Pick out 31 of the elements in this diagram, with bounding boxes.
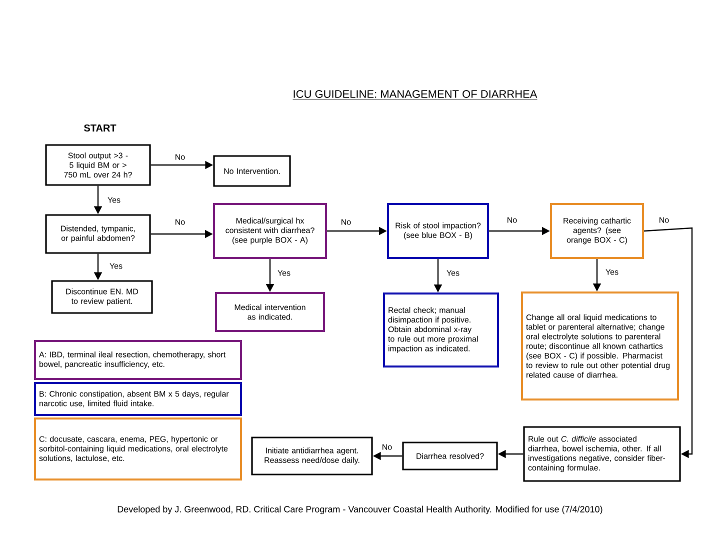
edge-label: No (506, 216, 518, 224)
process-box: Medical intervention as indicated. (215, 292, 325, 332)
edge-label: Yes (445, 269, 461, 277)
edge-label: Yes (106, 196, 122, 204)
start-label: START (84, 124, 116, 132)
edge-label: No (174, 218, 186, 226)
process-box: Rectal check; manual disimpaction if positive. Obtain abdominal x-ray to rule out more proximal impaction as indicated. (383, 292, 499, 368)
arrow (644, 227, 693, 458)
process-box: Change all oral liquid medications to tablet or parenteral alternative; change oral electrolyte solutions to parenteral route; discontinue all known cathartics (see BOX - C) if possible. Pharmacist to review to rule out other potential drug related cause of diarrhea. (521, 292, 679, 400)
title: ICU GUIDELINE: MANAGEMENT OF DIARRHEA (292, 90, 538, 100)
process-box: Rule out C. difficile associated diarrhea, bowel ischemia, other. If all investigations negative, consider fiber-containing formulae. (523, 426, 681, 482)
process-box: A: IBD, terminal ileal resection, chemotherapy, short bowel, pancreatic insufficiency, etc. (34, 340, 242, 380)
process-box: Medical/surgical hx consistent with diarrhea? (see purple BOX - A) (213, 203, 327, 259)
edge-label: No (658, 216, 670, 224)
footer-note: Developed by J. Greenwood, RD. Critical Care Program - Vancouver Coastal Health Authority. Modified for use (7/4/2010) (118, 506, 602, 514)
process-box: Distended, tympanic, or painful abdomen? (45, 214, 151, 254)
process-box: B: Chronic constipation, absent BM x 5 days, regular narcotic use, limited fluid intake. (34, 382, 242, 416)
edge-label: No (340, 218, 352, 226)
edge-label: Yes (604, 268, 620, 276)
process-box: No Intervention. (213, 155, 291, 187)
process-box: Initiate antidiarrhea agent. Reassess need/dose daily. (251, 436, 373, 476)
process-box: Discontinue EN. MD to review patient. (51, 280, 153, 314)
process-box: Stool output >3 - 5 liquid BM or > 750 mL over 24 h? (45, 144, 151, 186)
process-box: Diarrhea resolved? (402, 442, 498, 470)
edge-label: Yes (108, 262, 124, 270)
edge-label: No (380, 443, 394, 451)
edge-label: Yes (276, 269, 292, 277)
process-box: C: docusate, cascara, enema, PEG, hypertonic or sorbitol-containing liquid medications, oral electrolyte solutions, lactulose, etc. (34, 418, 242, 480)
edge-label: No (174, 153, 186, 161)
process-box: Receiving cathartic agents? (see orange BOX - C) (550, 203, 644, 259)
process-box: Risk of stool impaction? (see blue BOX - B) (387, 203, 489, 259)
